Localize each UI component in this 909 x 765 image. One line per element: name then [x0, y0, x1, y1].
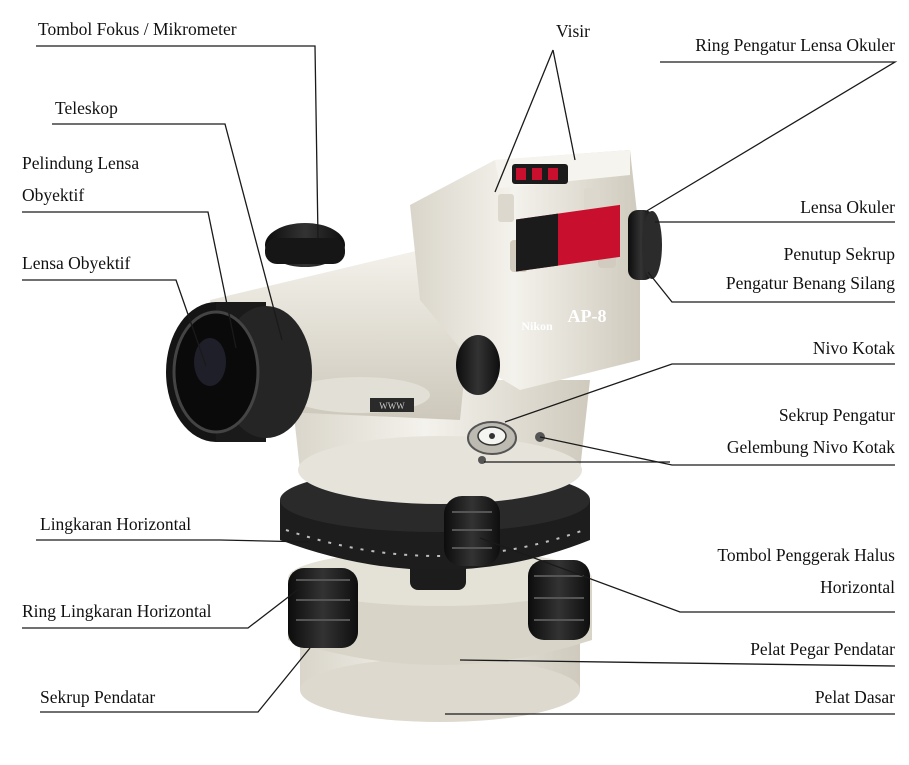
leader-ring-pengatur	[644, 61, 898, 213]
leader-sekrup-pengatur	[539, 436, 895, 466]
label-lensa-okuler: Lensa Okuler	[800, 197, 895, 217]
label-tombol-penggerak-2: Horizontal	[820, 577, 895, 597]
leader-tombol-fokus	[36, 45, 319, 239]
leader-lensa-obyektif	[22, 279, 207, 367]
label-teleskop: Teleskop	[55, 98, 118, 118]
objective-lens	[172, 310, 260, 434]
label-sekrup-pengatur-2: Gelembung Nivo Kotak	[726, 437, 895, 457]
label-tombol-fokus: Tombol Fokus / Mikrometer	[38, 19, 237, 39]
label-visir: Visir	[556, 21, 590, 41]
leader-tombol-penggerak	[479, 537, 895, 613]
label-sekrup-pengatur-1: Sekrup Pengatur	[778, 405, 895, 425]
leader-sekrup-pendatar	[40, 647, 311, 713]
label-nivo-kotak: Nivo Kotak	[812, 338, 895, 358]
leader-teleskop	[52, 123, 283, 341]
leader-pelat-pegar	[459, 659, 896, 667]
leader-penutup-sekrup	[647, 271, 895, 303]
leader-lingkaran-horizontal	[36, 539, 311, 543]
side-knob	[456, 335, 500, 395]
leader-nivo-kotak	[504, 363, 895, 423]
fine-motion-knob	[444, 496, 500, 566]
label-pelindung-lensa-2: Obyektif	[22, 185, 85, 205]
sight-visir	[512, 164, 568, 184]
brand-plate	[516, 204, 620, 272]
label-lensa-obyektif: Lensa Obyektif	[22, 253, 131, 273]
focus-knob	[265, 223, 345, 267]
leader-pelindung-lensa	[22, 211, 237, 349]
label-penutup-sekrup-2: Pengatur Benang Silang	[725, 273, 895, 293]
label-ring-pengatur: Ring Pengatur Lensa Okuler	[695, 35, 895, 55]
leveling-screw-left	[288, 568, 358, 648]
label-tombol-penggerak-1: Tombol Penggerak Halus	[717, 545, 895, 565]
serial-plate-text: WWW	[379, 401, 405, 411]
label-ring-lingkaran: Ring Lingkaran Horizontal	[22, 601, 212, 621]
label-pelindung-lensa-1: Pelindung Lensa	[22, 153, 140, 173]
label-pelat-pegar: Pelat Pegar Pendatar	[750, 639, 895, 659]
eyepiece	[628, 210, 662, 280]
leader-lines	[22, 45, 898, 715]
label-penutup-sekrup-1: Penutup Sekrup	[783, 244, 895, 264]
label-lingkaran-horizontal: Lingkaran Horizontal	[40, 514, 192, 534]
model-text: AP-8	[568, 306, 607, 326]
leader-visir-right	[552, 49, 576, 161]
label-sekrup-pendatar: Sekrup Pendatar	[40, 687, 156, 707]
serial-plate	[370, 398, 414, 412]
leader-ring-lingkaran	[22, 587, 301, 629]
leveling-screw-right	[528, 560, 590, 640]
brand-text: Nikon	[521, 319, 553, 333]
circular-bubble	[467, 421, 517, 455]
label-pelat-dasar: Pelat Dasar	[814, 687, 895, 707]
leader-visir-left	[494, 49, 554, 193]
